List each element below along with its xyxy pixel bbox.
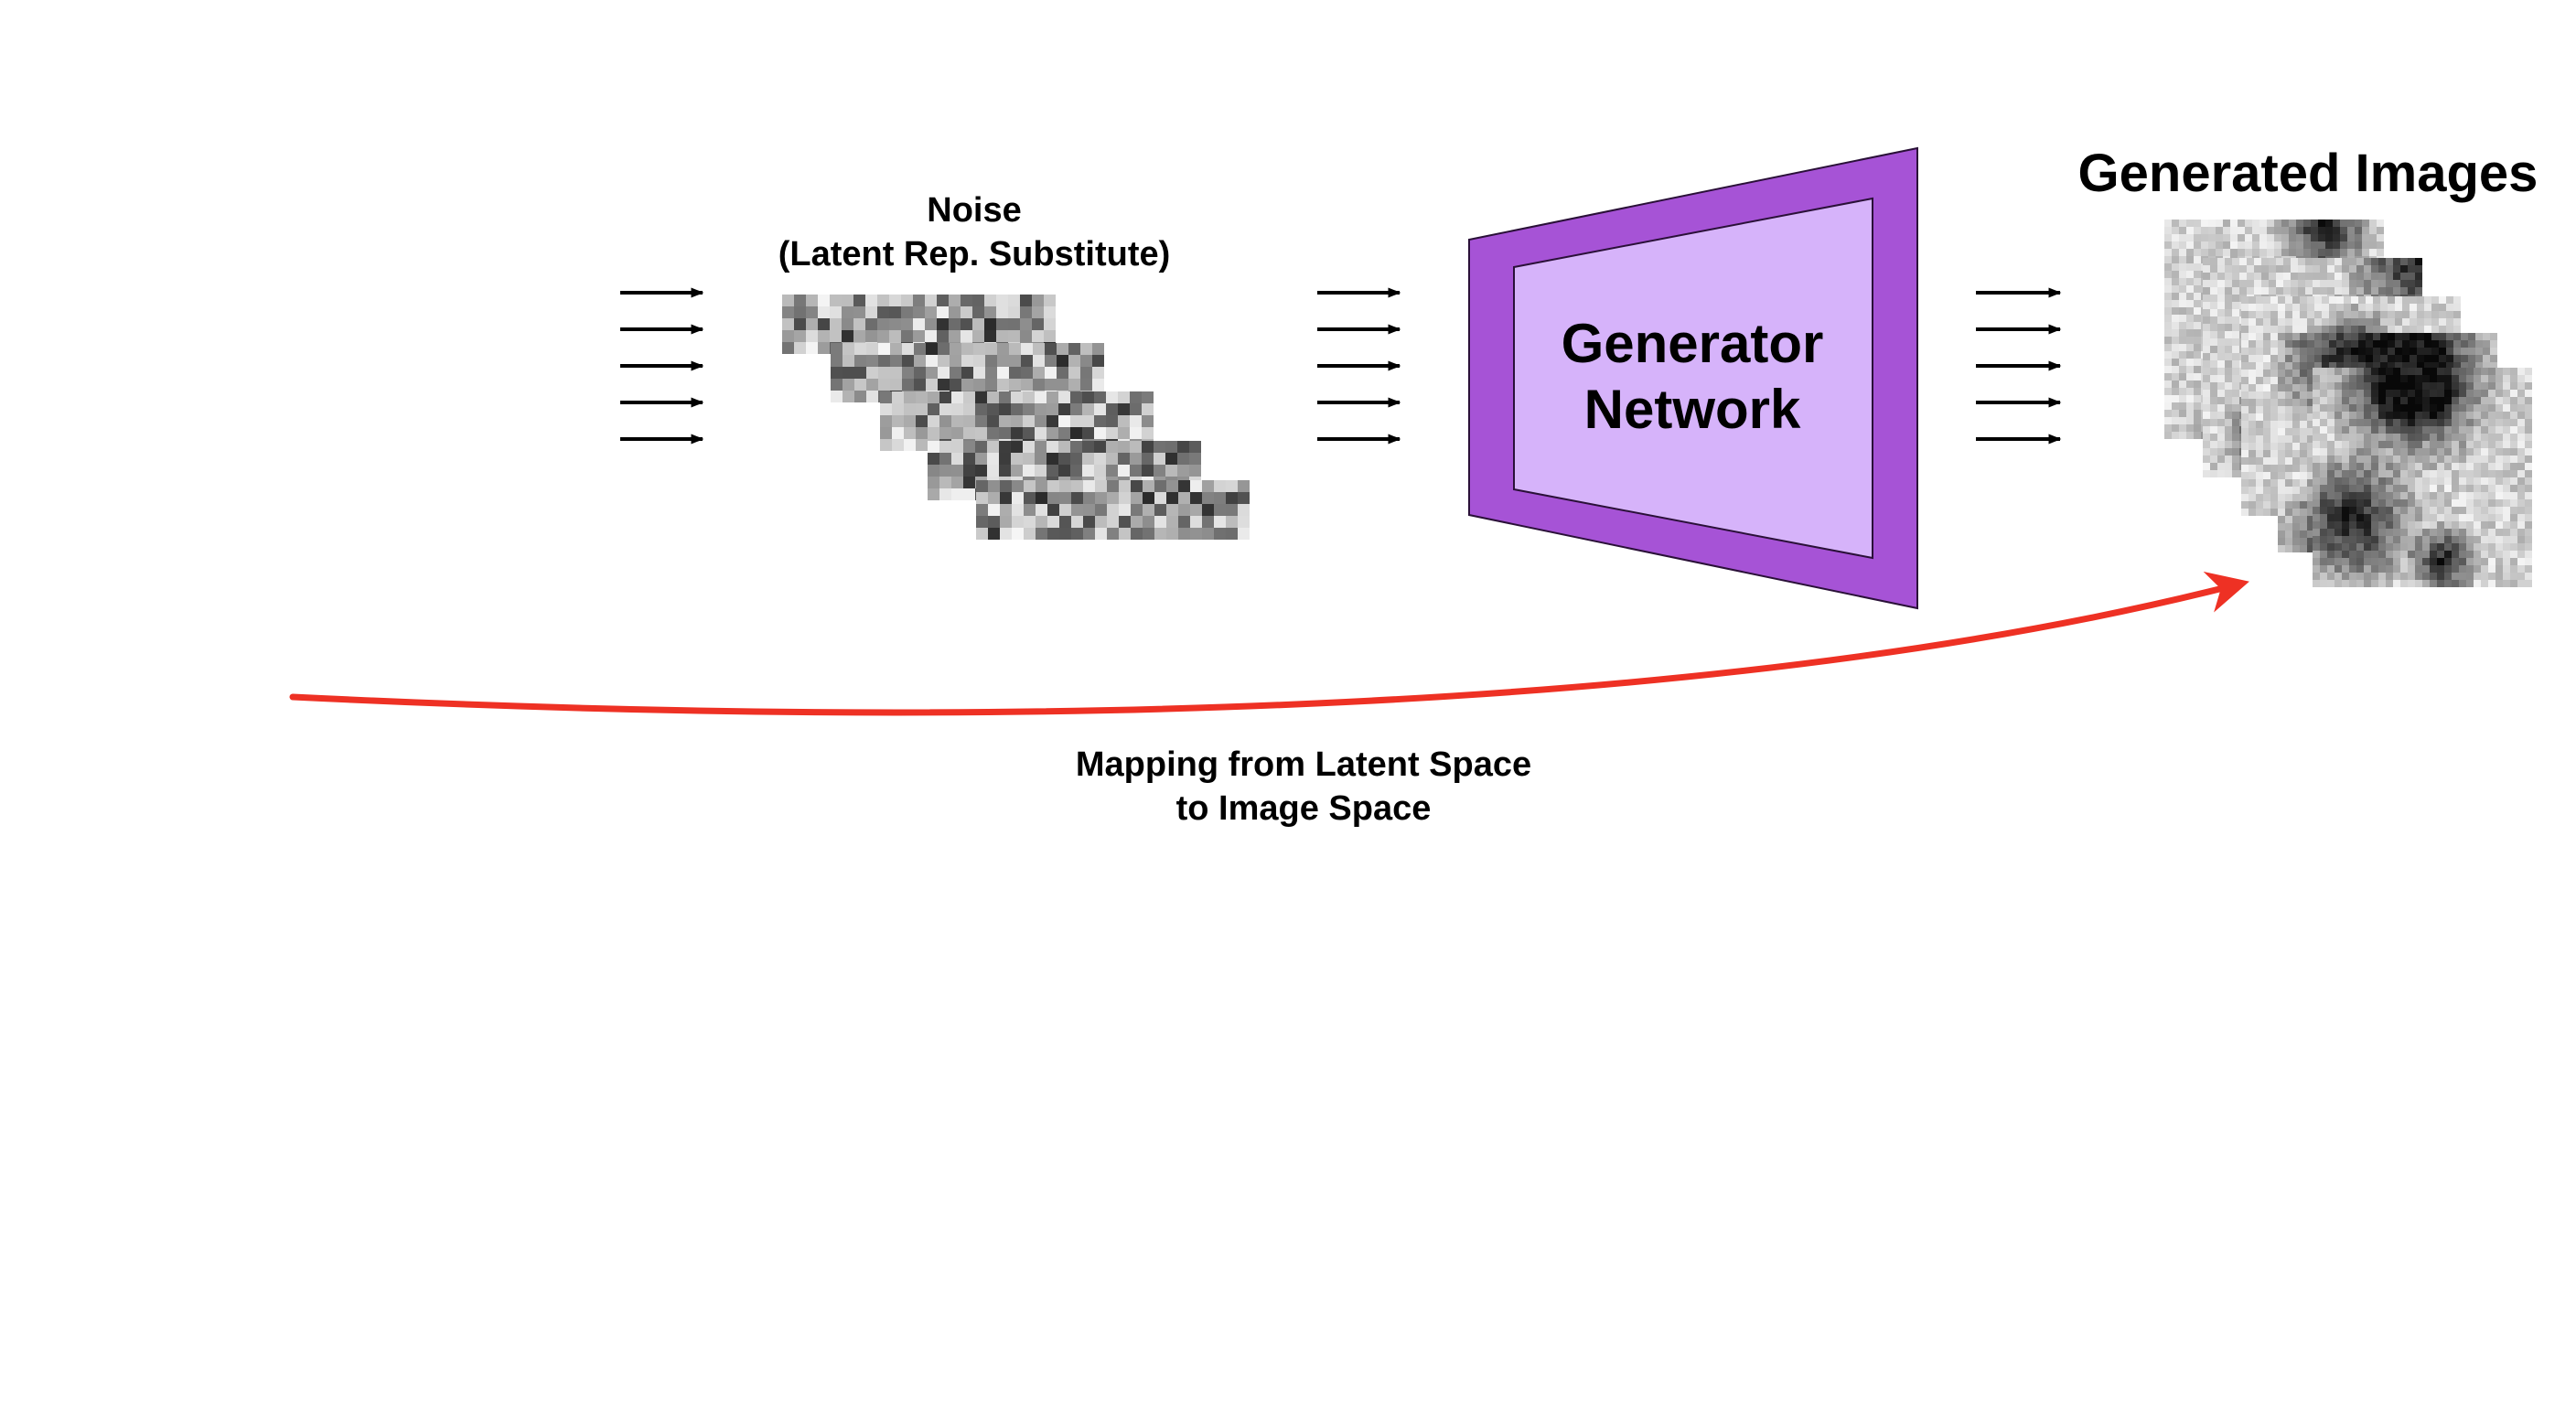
- generator-label-line1: Generator: [1500, 311, 1884, 377]
- input-arrows-icon: [620, 293, 703, 439]
- noise-title: Noise: [668, 188, 1281, 232]
- mapping-label: Mapping from Latent Space to Image Space: [942, 743, 1665, 831]
- generated-images-title: Generated Images: [2040, 142, 2576, 206]
- generator-label: Generator Network: [1500, 311, 1884, 443]
- noise-grid-icon: [976, 480, 1250, 540]
- output-arrows-icon: [1976, 293, 2060, 439]
- middle-arrows-icon: [1317, 293, 1400, 439]
- generator-label-line2: Network: [1500, 377, 1884, 443]
- mapping-label-line1: Mapping from Latent Space: [942, 743, 1665, 787]
- mapping-label-line2: to Image Space: [942, 787, 1665, 831]
- noise-subtitle: (Latent Rep. Substitute): [668, 232, 1281, 276]
- noise-grid-stack: [782, 295, 1250, 540]
- mapping-arrow-icon: [293, 584, 2241, 713]
- generated-image-icon: [2313, 368, 2532, 587]
- noise-label: Noise (Latent Rep. Substitute): [668, 188, 1281, 276]
- generated-images-stack: [2164, 220, 2532, 587]
